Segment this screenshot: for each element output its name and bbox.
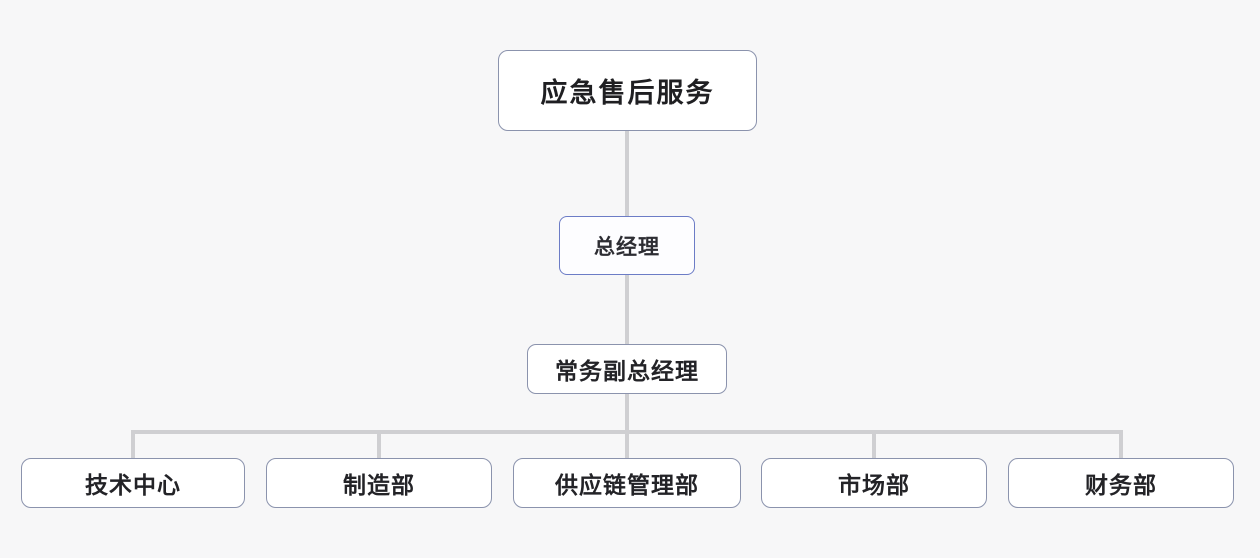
node-dept-marketing[interactable]: 市场部 xyxy=(761,458,987,508)
node-dept-manufacturing[interactable]: 制造部 xyxy=(266,458,492,508)
connector-gm-to-deputy xyxy=(625,275,629,344)
node-root[interactable]: 应急售后服务 xyxy=(498,50,757,131)
node-general-manager[interactable]: 总经理 xyxy=(559,216,695,275)
connector-drop-dept-marketing xyxy=(872,430,876,458)
connector-drop-dept-finance xyxy=(1119,430,1123,458)
connector-drop-dept-manufacturing xyxy=(377,430,381,458)
node-dept-technology-center[interactable]: 技术中心 xyxy=(21,458,245,508)
connector-drop-dept-supply-chain xyxy=(625,430,629,458)
node-dept-finance[interactable]: 财务部 xyxy=(1008,458,1234,508)
connector-root-to-gm xyxy=(625,131,629,216)
node-dept-supply-chain-management[interactable]: 供应链管理部 xyxy=(513,458,741,508)
connector-deputy-stem xyxy=(625,394,629,432)
connector-drop-dept-tech xyxy=(131,430,135,458)
node-deputy-general-manager[interactable]: 常务副总经理 xyxy=(527,344,727,394)
